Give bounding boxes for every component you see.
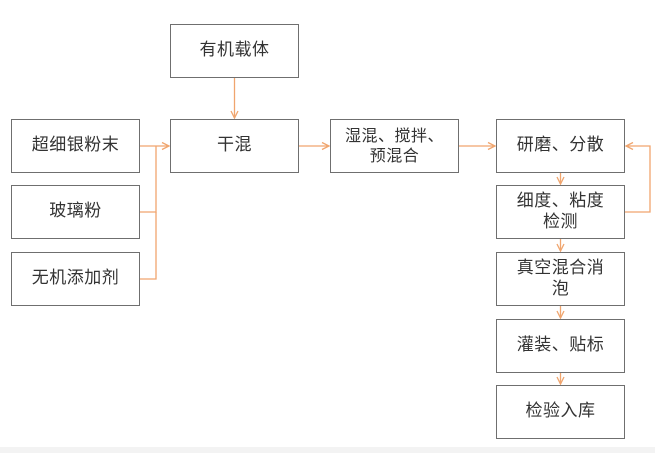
- node-dry-mixing: 干混: [170, 119, 299, 173]
- node-organic-carrier-label: 有机载体: [199, 40, 270, 61]
- node-wet-mixing-label-line2: 预混合: [369, 146, 420, 165]
- node-fineness-viscosity-test-label-line1: 细度、粘度: [516, 190, 605, 211]
- node-grinding-dispersion-label: 研磨、分散: [516, 135, 605, 156]
- node-glass-powder: 玻璃粉: [11, 185, 140, 239]
- node-inspection-storage-label: 检验入库: [525, 401, 596, 422]
- node-filling-labeling-label: 灌装、贴标: [516, 335, 605, 356]
- node-wet-mixing: 湿混、搅拌、 预混合: [330, 119, 459, 173]
- node-fineness-viscosity-test: 细度、粘度 检测: [496, 185, 625, 239]
- edge-fineness-feedback-to-grind: [624, 141, 651, 213]
- edge-additive-to-merge: [140, 212, 157, 280]
- node-organic-carrier: 有机载体: [170, 24, 299, 78]
- node-fineness-viscosity-test-label-line2: 检测: [543, 212, 578, 232]
- bottom-divider: [0, 447, 655, 453]
- node-ultrafine-silver-powder-label: 超细银粉末: [31, 135, 120, 156]
- edge-glass-to-merge: [140, 146, 157, 213]
- node-inspection-storage: 检验入库: [496, 385, 625, 439]
- node-vacuum-mixing-defoaming-label-line2: 泡: [551, 279, 570, 299]
- node-glass-powder-label: 玻璃粉: [49, 201, 102, 222]
- node-inorganic-additive: 无机添加剂: [11, 252, 140, 306]
- node-grinding-dispersion: 研磨、分散: [496, 119, 625, 173]
- node-vacuum-mixing-defoaming: 真空混合消 泡: [496, 252, 625, 306]
- node-wet-mixing-label-line1: 湿混、搅拌、: [344, 126, 444, 145]
- node-dry-mixing-label: 干混: [217, 135, 252, 156]
- node-filling-labeling: 灌装、贴标: [496, 319, 625, 373]
- node-inorganic-additive-label: 无机添加剂: [31, 268, 120, 289]
- node-vacuum-mixing-defoaming-label-line1: 真空混合消: [516, 257, 605, 278]
- node-ultrafine-silver-powder: 超细银粉末: [11, 119, 140, 173]
